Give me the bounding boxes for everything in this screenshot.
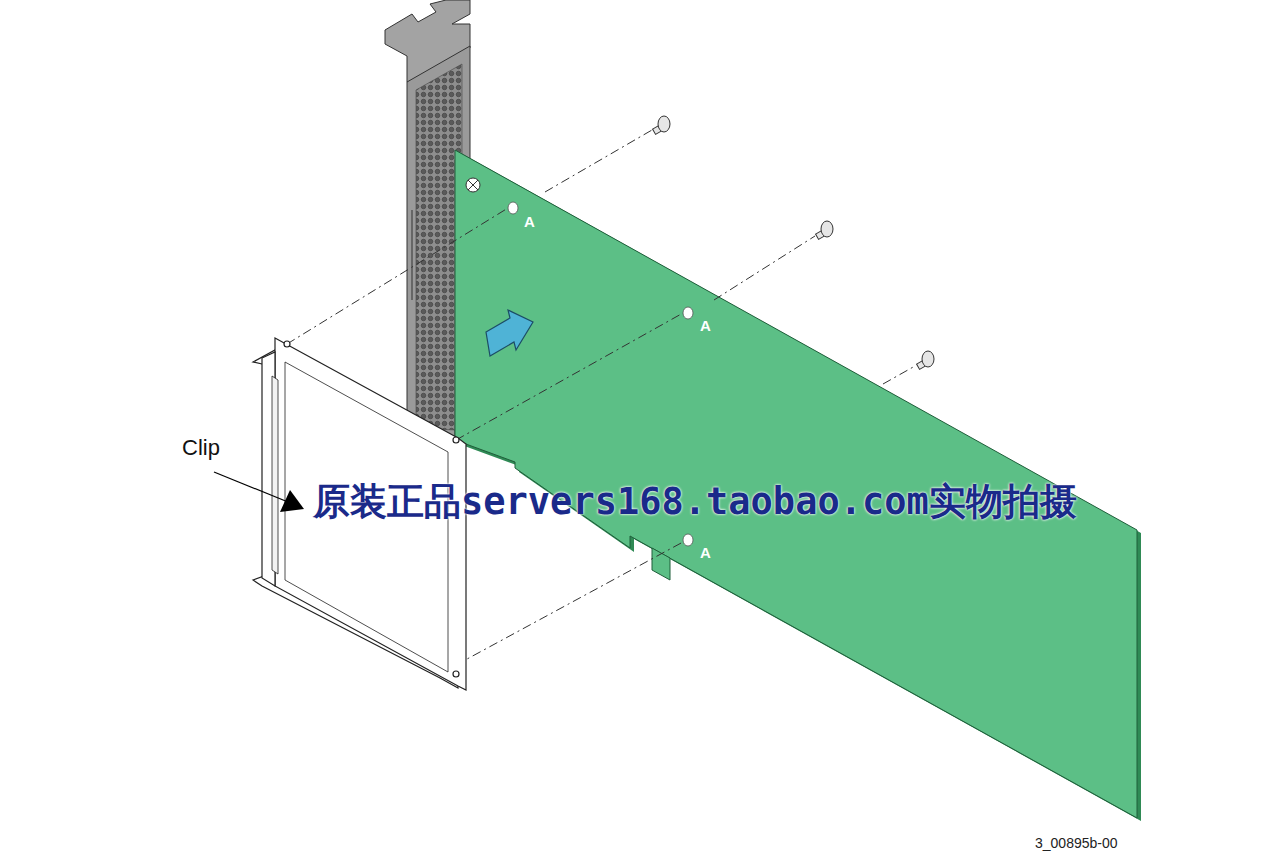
hole-mark: A (700, 318, 711, 335)
leader-arrow (214, 472, 304, 512)
figure-id: 3_00895b-00 (1035, 836, 1118, 851)
hole-mark: A (524, 214, 535, 231)
watermark: 原装正品servers168.taobao.com实物拍摄 (313, 482, 1077, 523)
direction-arrow (486, 310, 533, 356)
screws (653, 116, 934, 369)
hole-mark: A (700, 545, 711, 562)
part-label: Clip (182, 436, 220, 460)
